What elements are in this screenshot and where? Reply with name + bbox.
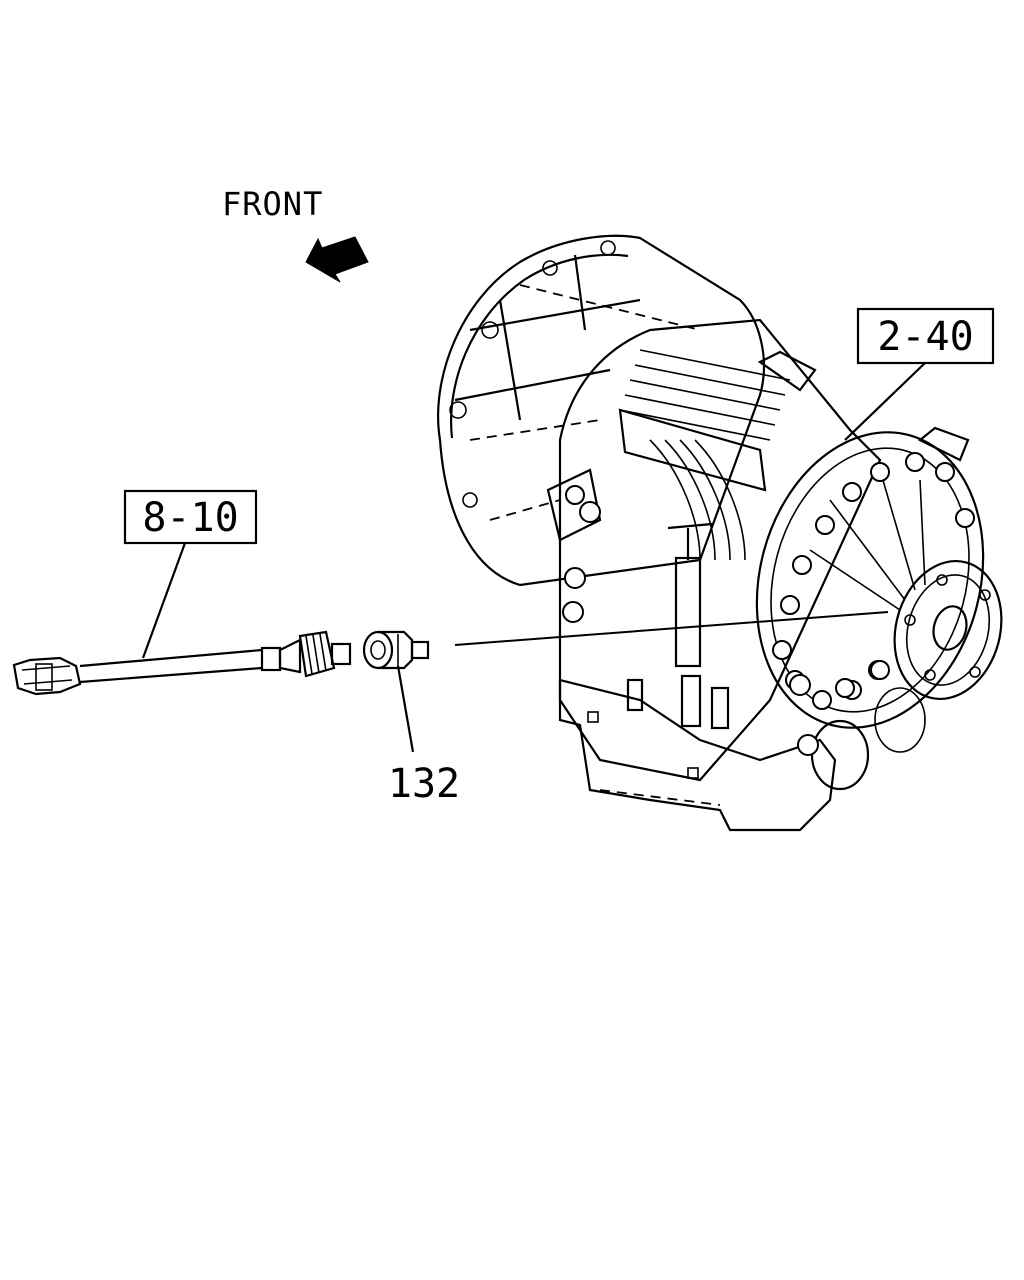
callout-8-10: 8-10	[123, 489, 258, 659]
front-label: FRONT	[222, 185, 323, 223]
callout-2-40: 2-40	[844, 307, 995, 441]
arrow-up-left-icon	[305, 236, 369, 283]
installation-line	[454, 611, 889, 646]
speed-sensor-harness	[12, 630, 352, 696]
part-132: 132	[362, 630, 460, 807]
transmission-reference-label: 2-40	[877, 314, 973, 360]
transmission-assembly	[437, 234, 1003, 832]
front-indicator: FRONT	[222, 185, 369, 283]
part-number-label: 132	[388, 761, 460, 807]
sensor-reference-label: 8-10	[142, 495, 238, 541]
